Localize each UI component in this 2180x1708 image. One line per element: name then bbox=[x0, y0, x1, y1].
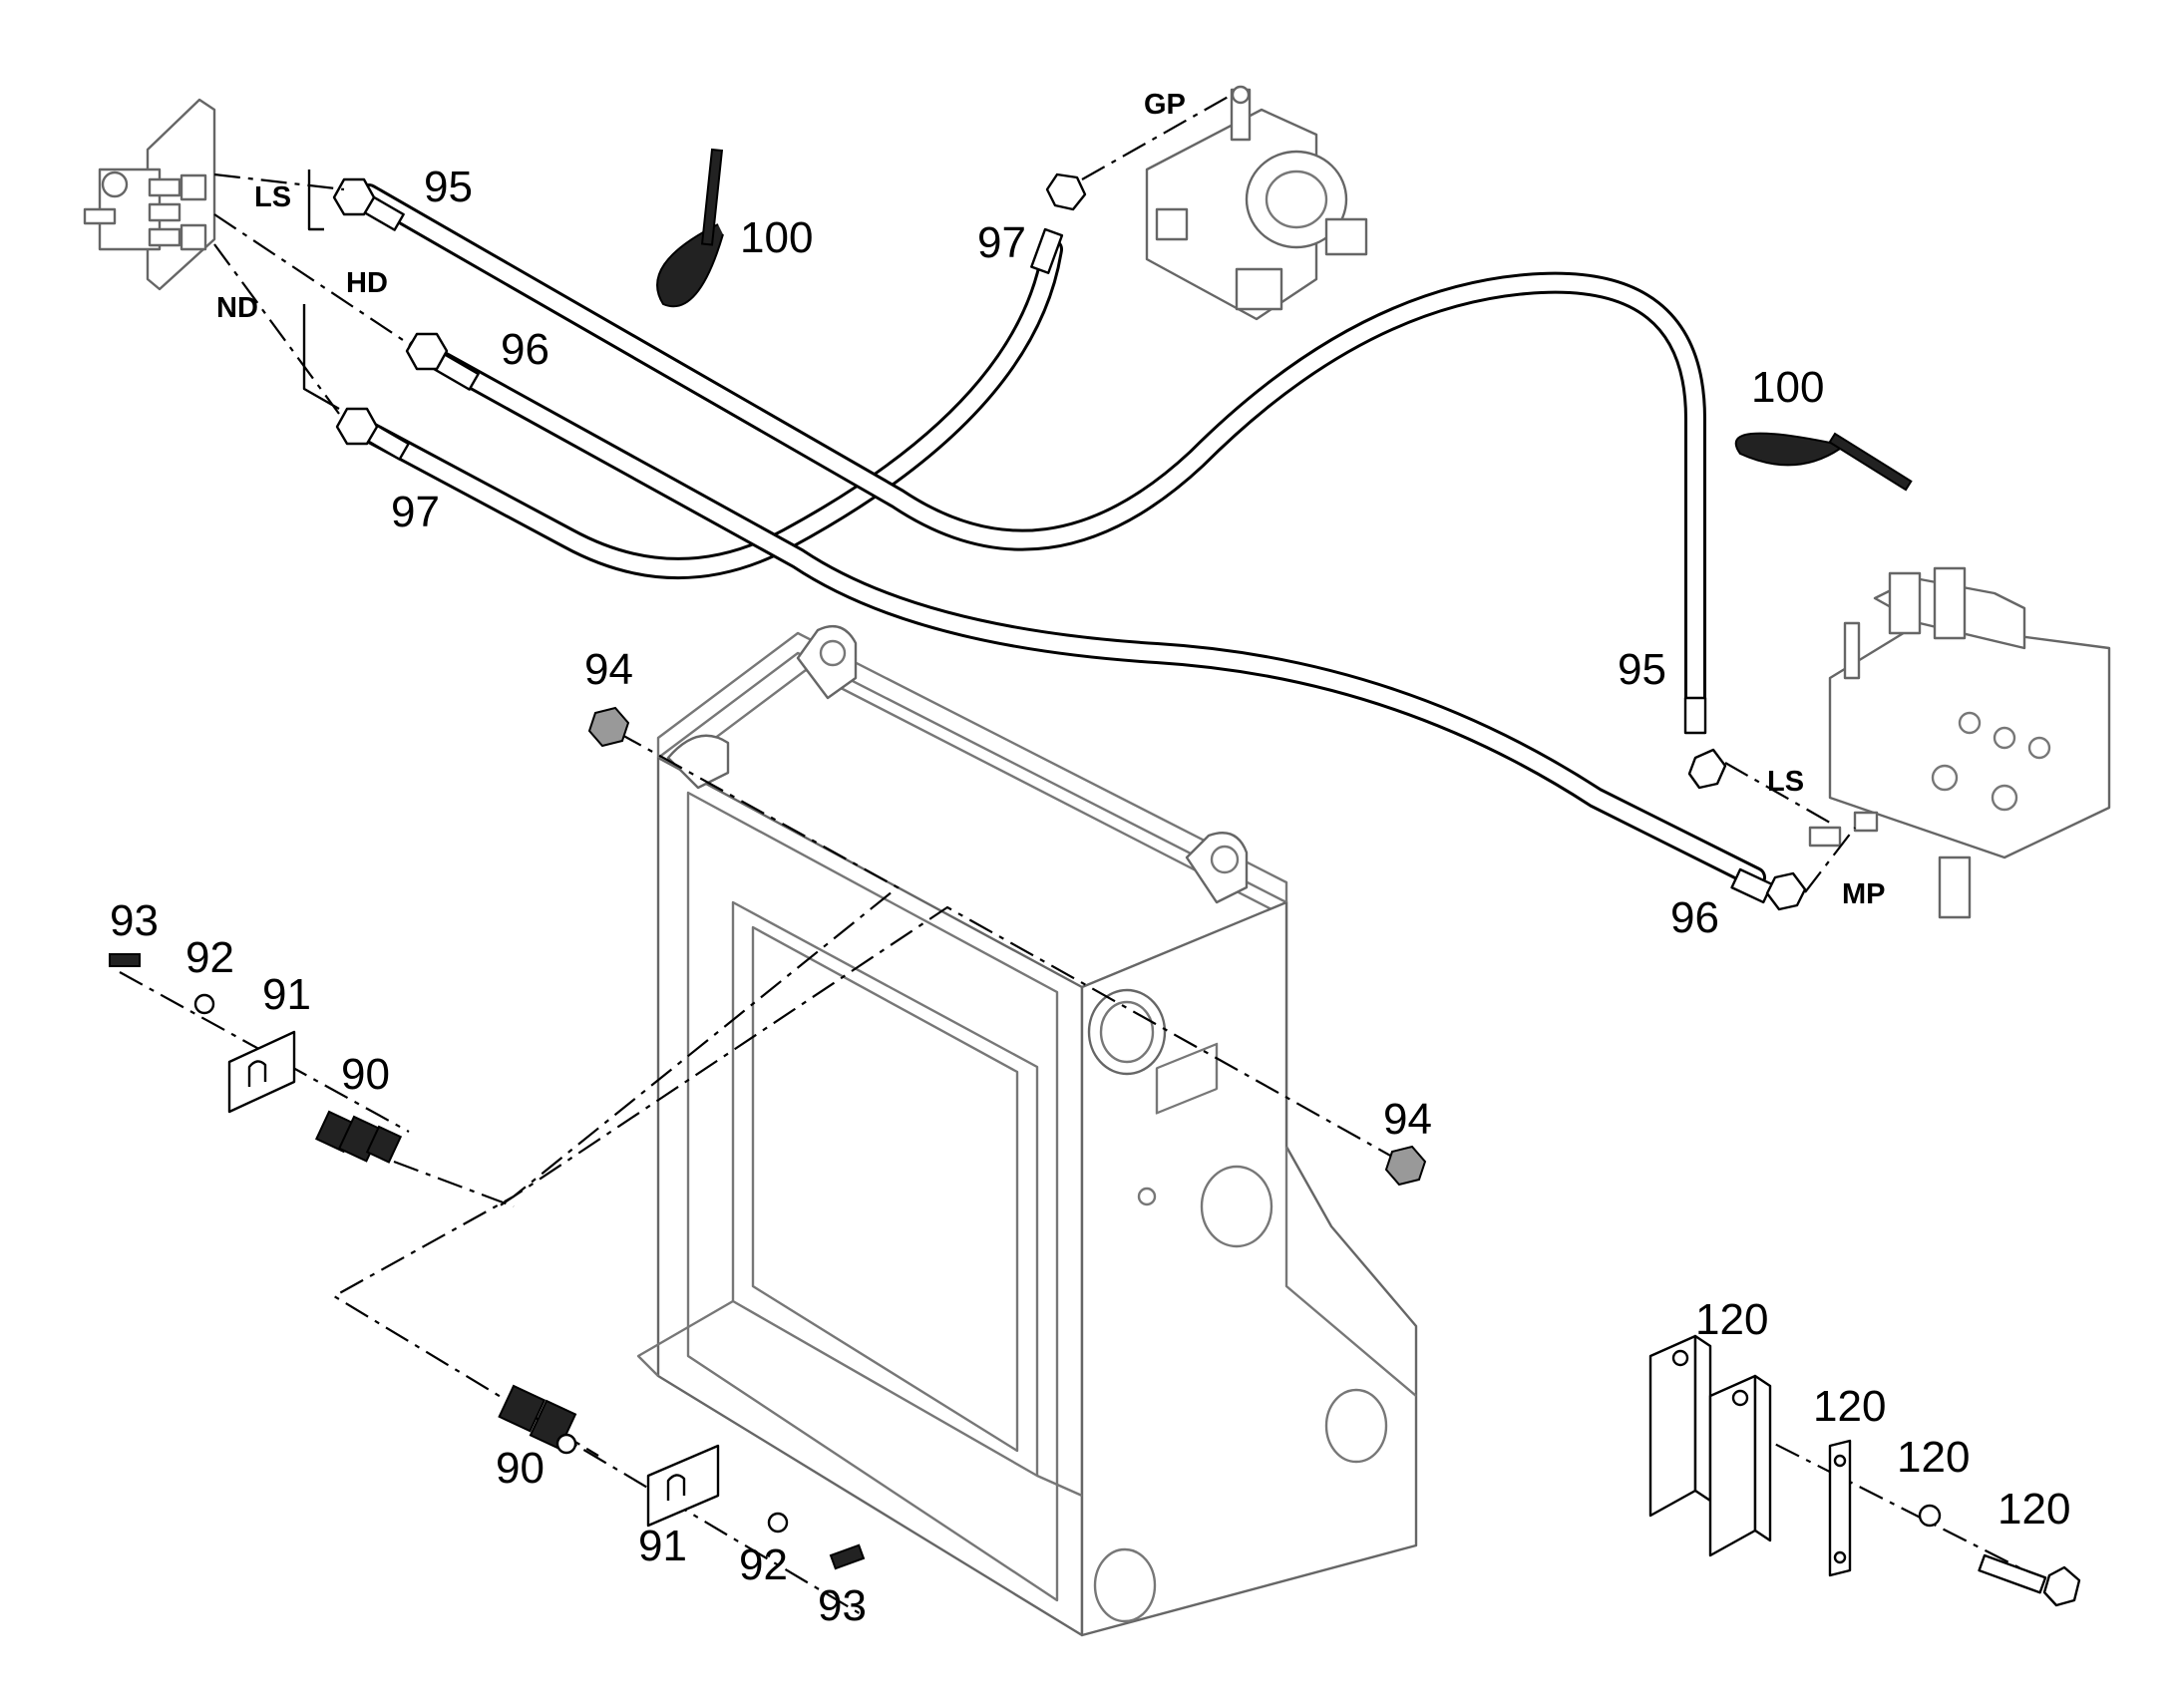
screw-icon bbox=[829, 1543, 866, 1570]
left-distribution-block bbox=[83, 98, 216, 291]
washer-icon bbox=[1918, 1504, 1942, 1528]
mounting-plate-icon bbox=[646, 1444, 720, 1528]
label-92: 92 bbox=[739, 1540, 788, 1589]
label-97: 97 bbox=[391, 488, 440, 536]
label-96: 96 bbox=[501, 325, 549, 374]
label-92: 92 bbox=[185, 933, 234, 982]
frame-housing bbox=[636, 625, 1418, 1637]
label-94: 94 bbox=[1383, 1095, 1432, 1144]
label-90: 90 bbox=[341, 1050, 390, 1099]
port-gp: GP bbox=[1144, 89, 1186, 121]
label-95: 95 bbox=[424, 163, 473, 211]
clamp-half-icon bbox=[1648, 1334, 1712, 1518]
fitting-icon bbox=[498, 1384, 577, 1455]
cable-tie-icon bbox=[656, 148, 724, 308]
port-ls: LS bbox=[1767, 766, 1804, 798]
control-valve-block bbox=[1808, 566, 2111, 919]
part-number-labels: 95 96 97 97 95 96 100 100 94 94 93 92 91… bbox=[110, 163, 2070, 1630]
label-91: 91 bbox=[262, 970, 311, 1019]
label-120: 120 bbox=[1813, 1382, 1886, 1431]
port-nd: ND bbox=[216, 292, 258, 324]
nut-icon bbox=[1384, 1145, 1427, 1187]
bolt-icon bbox=[1978, 1553, 2081, 1607]
port-hd: HD bbox=[346, 267, 388, 299]
screw-icon bbox=[109, 953, 141, 967]
mounting-plate-icon bbox=[227, 1030, 296, 1114]
label-94: 94 bbox=[584, 645, 633, 694]
gp-valve-block bbox=[1145, 85, 1368, 321]
hose-95 bbox=[358, 183, 1706, 709]
label-90: 90 bbox=[496, 1444, 545, 1493]
label-100: 100 bbox=[1751, 363, 1824, 412]
hose-97-left bbox=[343, 238, 1063, 579]
label-97: 97 bbox=[977, 218, 1026, 267]
label-96: 96 bbox=[1670, 893, 1719, 942]
fitting-icon bbox=[314, 1110, 403, 1164]
clamp-strip-icon bbox=[1828, 1439, 1852, 1577]
port-labels: LS HD ND GP LS MP bbox=[216, 89, 1886, 910]
hose-end-fittings bbox=[332, 172, 1807, 911]
label-95: 95 bbox=[1618, 645, 1666, 694]
label-93: 93 bbox=[110, 896, 159, 945]
hose-96 bbox=[408, 338, 1766, 888]
label-120: 120 bbox=[1998, 1485, 2070, 1534]
clamp-half-icon bbox=[1708, 1374, 1772, 1557]
label-91: 91 bbox=[638, 1522, 687, 1570]
port-mp: MP bbox=[1842, 878, 1886, 910]
label-93: 93 bbox=[818, 1581, 867, 1630]
washer-icon bbox=[767, 1512, 789, 1534]
label-120: 120 bbox=[1695, 1295, 1768, 1344]
cable-tie-icon bbox=[1734, 432, 1913, 492]
label-120: 120 bbox=[1897, 1433, 1970, 1482]
port-ls: LS bbox=[254, 181, 291, 213]
label-100: 100 bbox=[740, 213, 813, 262]
nut-icon bbox=[587, 706, 630, 748]
washer-icon bbox=[193, 993, 215, 1015]
